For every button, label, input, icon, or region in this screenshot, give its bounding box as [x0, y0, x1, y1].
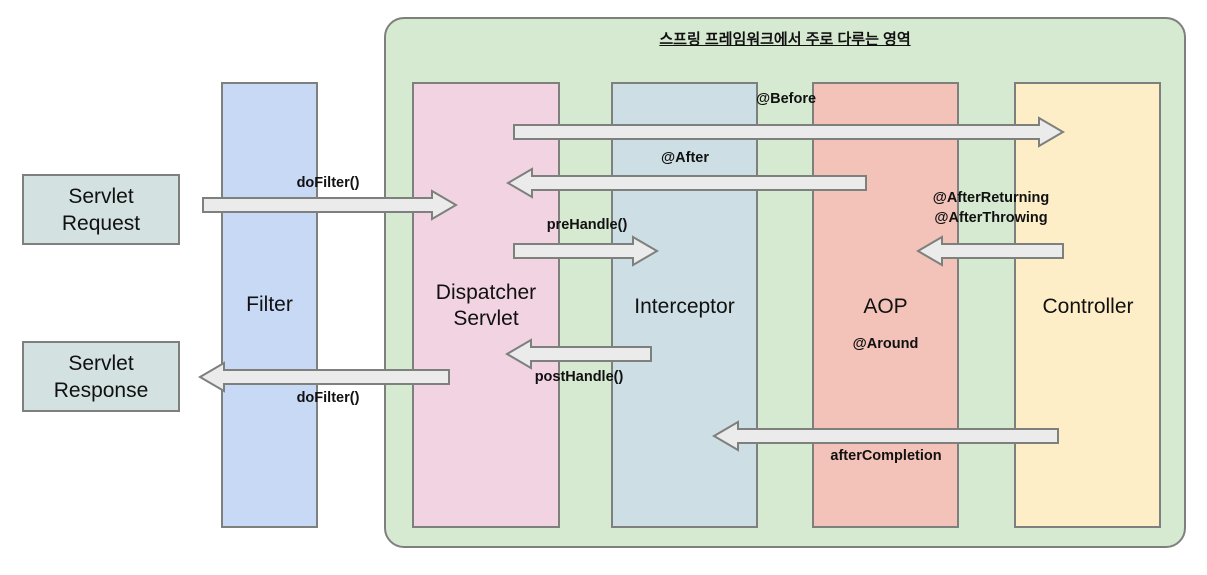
after-throwing-label: @AfterThrowing — [934, 210, 1048, 226]
servlet-response-label: Servlet Response — [54, 350, 149, 404]
lane-interceptor-label: Interceptor — [634, 295, 735, 318]
lane-dispatcher-servlet — [412, 82, 560, 528]
lane-dispatcher-label-line2: Servlet — [453, 307, 519, 330]
arrow-after-advice — [506, 167, 867, 199]
lane-controller-label: Controller — [1042, 295, 1134, 318]
arrow-post-handle — [505, 338, 652, 370]
servlet-request-line2: Request — [61, 211, 141, 235]
arrow-do-filter-request-label: doFilter() — [296, 175, 360, 191]
arrow-before-advice — [513, 116, 1065, 148]
arrow-after-returning-throwing-label: @AfterReturning @AfterThrowing — [891, 188, 1091, 228]
arrow-after-completion — [712, 420, 1059, 452]
arrow-after-returning-throwing — [916, 235, 1064, 267]
lane-filter-label: Filter — [246, 293, 293, 316]
lane-aop — [812, 82, 959, 528]
after-returning-label: @AfterReturning — [932, 190, 1050, 206]
lane-interceptor — [611, 82, 758, 528]
servlet-request-line1: Servlet — [68, 184, 134, 208]
arrow-post-handle-label: postHandle() — [534, 369, 624, 385]
servlet-request-label: Servlet Request — [62, 183, 140, 237]
lane-dispatcher-label-line1: Dispatcher — [435, 281, 537, 304]
lane-aop-sublabel: @Around — [852, 336, 919, 352]
servlet-response-line1: Servlet — [68, 351, 134, 375]
servlet-response-line2: Response — [53, 378, 149, 402]
arrow-before-advice-label: @Before — [755, 91, 817, 107]
lane-filter — [221, 82, 318, 528]
lane-aop-label: AOP — [863, 295, 908, 318]
container-title: 스프링 프레임워크에서 주로 다루는 영역 — [659, 31, 911, 48]
lane-dispatcher-servlet-label: Dispatcher Servlet — [412, 280, 560, 332]
arrow-after-completion-label: afterCompletion — [830, 448, 942, 464]
lane-controller — [1014, 82, 1161, 528]
arrow-do-filter-response — [198, 361, 450, 393]
servlet-request-box: Servlet Request — [22, 174, 180, 245]
arrow-after-advice-label: @After — [661, 150, 709, 166]
arrow-pre-handle-label: preHandle() — [546, 217, 628, 233]
arrow-do-filter-request — [202, 189, 458, 221]
arrow-do-filter-response-label: doFilter() — [296, 390, 360, 406]
servlet-response-box: Servlet Response — [22, 341, 180, 412]
arrow-pre-handle — [513, 235, 659, 267]
